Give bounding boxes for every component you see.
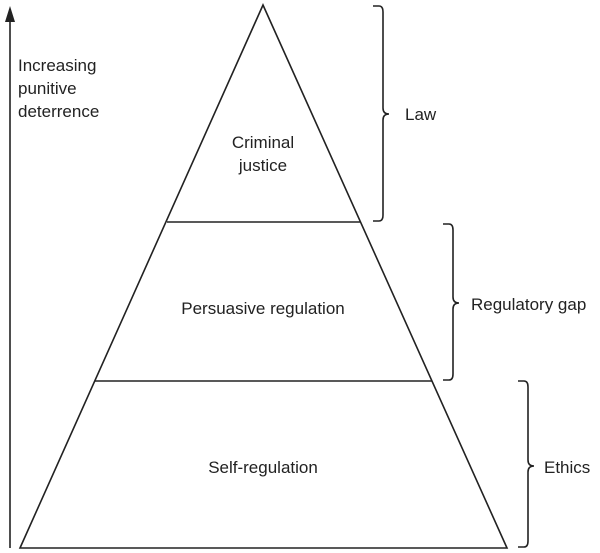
- tier-label-persuasive-regulation-line-1: Persuasive regulation: [181, 299, 345, 318]
- bracket-label-ethics: Ethics: [544, 458, 591, 477]
- deterrence-arrow-head: [5, 6, 15, 22]
- tier-label-persuasive-regulation: Persuasive regulation: [143, 297, 383, 320]
- axis-label-line-2: punitive: [18, 79, 77, 98]
- axis-label: Increasing punitive deterrence: [18, 54, 99, 123]
- pyramid-outline: [18, 3, 509, 549]
- tier-label-self-regulation-line-1: Self-regulation: [208, 458, 318, 477]
- axis-label-line-1: Increasing: [18, 56, 97, 75]
- tier-label-criminal-justice: Criminal justice: [213, 131, 313, 177]
- axis-label-line-3: deterrence: [18, 102, 100, 121]
- tier-label-self-regulation: Self-regulation: [163, 456, 363, 479]
- tier-label-criminal-justice-line-2: justice: [238, 156, 288, 175]
- tier-label-criminal-justice-line-1: Criminal: [231, 133, 295, 152]
- bracket-label-regulatory-gap: Regulatory gap: [471, 295, 587, 314]
- bracket-regulatory-gap: [443, 223, 460, 381]
- bracket-label-law: Law: [405, 105, 437, 124]
- bracket-ethics: [518, 380, 535, 548]
- bracket-law: [373, 5, 390, 222]
